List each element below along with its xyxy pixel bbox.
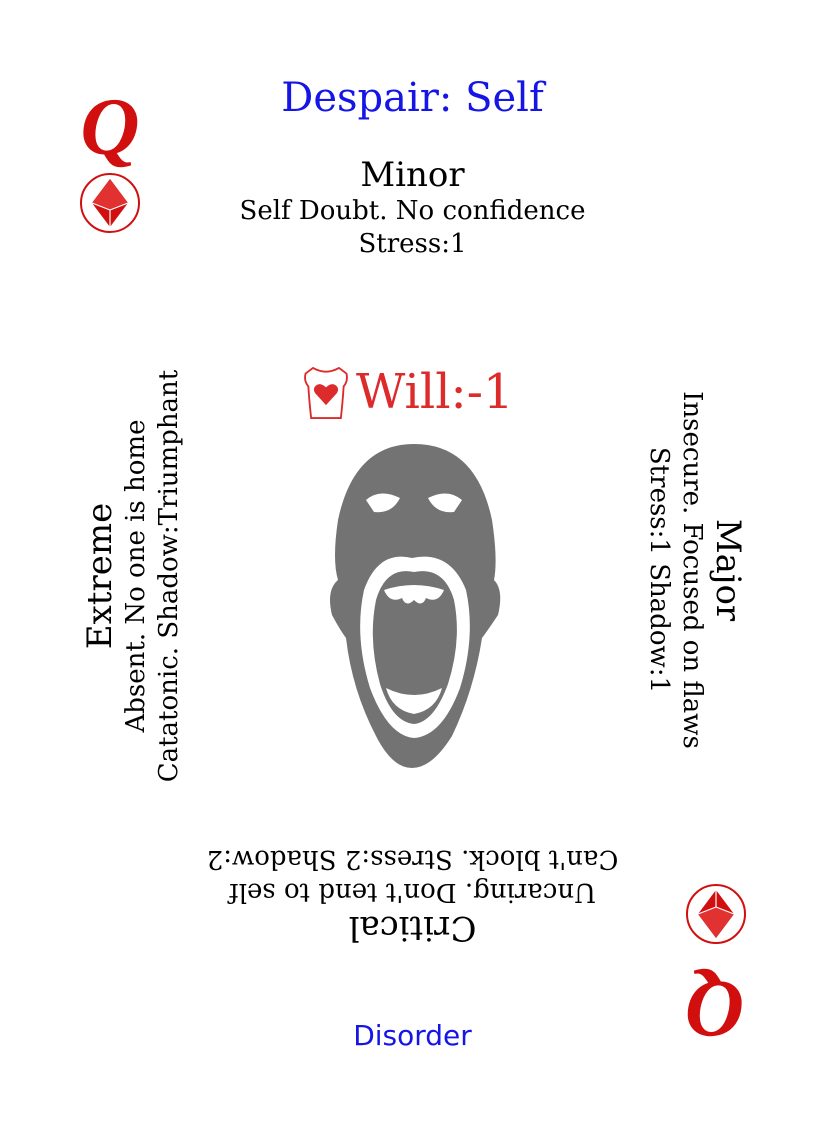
critical-line1: Uncaring. Don't tend to self xyxy=(229,877,597,907)
will-stat: Will:-1 xyxy=(356,364,514,420)
major-line2: Stress:1 Shadow:1 xyxy=(644,446,674,694)
attribute-row: Will:-1 xyxy=(300,362,560,426)
diamond-suit-icon xyxy=(80,173,140,233)
card-title: Despair: Self xyxy=(281,75,544,121)
extreme-line1: Absent. No one is home xyxy=(121,419,151,733)
screaming-face-illustration xyxy=(330,444,501,768)
extreme-section: Extreme Absent. No one is home Catatonic… xyxy=(80,366,192,786)
critical-section: Critical Uncaring. Don't tend to self Ca… xyxy=(0,842,825,948)
minor-line2: Stress:1 xyxy=(358,229,467,259)
card-category: Disorder xyxy=(353,1019,472,1052)
major-section: Major Insecure. Focused on flaws Stress:… xyxy=(636,360,748,780)
minor-section: Minor Self Doubt. No confidence Stress:1 xyxy=(0,155,825,261)
critical-heading: Critical xyxy=(348,908,477,948)
heart-torso-icon xyxy=(304,366,348,419)
minor-line1: Self Doubt. No confidence xyxy=(239,196,586,226)
major-line1: Insecure. Focused on flaws xyxy=(677,391,707,749)
minor-heading: Minor xyxy=(360,155,465,195)
diamond-suit-icon-bottom xyxy=(686,884,746,944)
critical-line2: Can't block. Stress:2 Shadow:2 xyxy=(206,844,619,874)
extreme-heading: Extreme xyxy=(80,502,120,650)
major-heading: Major xyxy=(708,518,748,622)
rank-top-left: Q xyxy=(80,81,140,172)
extreme-line2: Catatonic. Shadow:Triumphant xyxy=(154,369,184,783)
